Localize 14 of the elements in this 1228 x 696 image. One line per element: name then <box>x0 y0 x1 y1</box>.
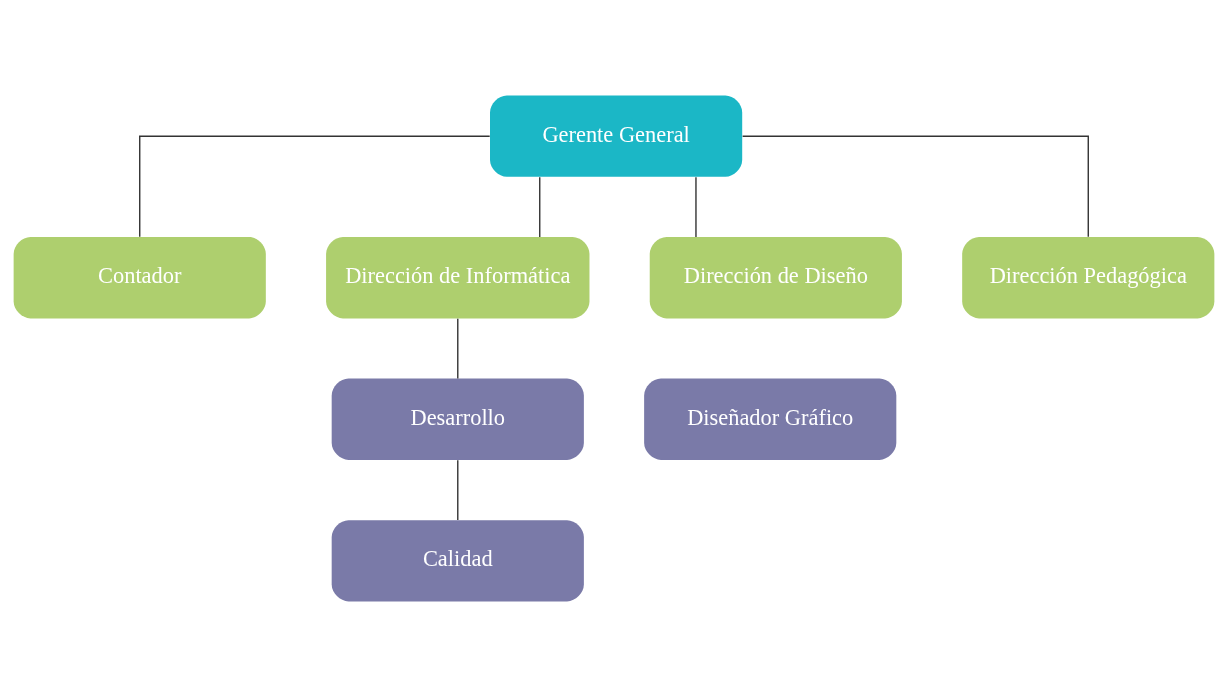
connector <box>457 459 459 521</box>
node-box: Dirección de Informática <box>326 236 590 318</box>
node-box: Dirección Pedagógica <box>962 236 1215 318</box>
node-box: Desarrollo <box>331 378 584 460</box>
connector <box>695 175 697 238</box>
connector <box>741 135 1089 237</box>
node-box: Dirección de Diseño <box>649 236 902 318</box>
connector <box>139 135 491 237</box>
node-box: Contador <box>13 236 266 318</box>
connector <box>539 175 541 238</box>
node-box: Diseñador Gráfico <box>644 378 897 460</box>
connector <box>457 317 459 379</box>
node-box: Calidad <box>331 519 584 601</box>
node-box: Gerente General <box>490 95 743 177</box>
